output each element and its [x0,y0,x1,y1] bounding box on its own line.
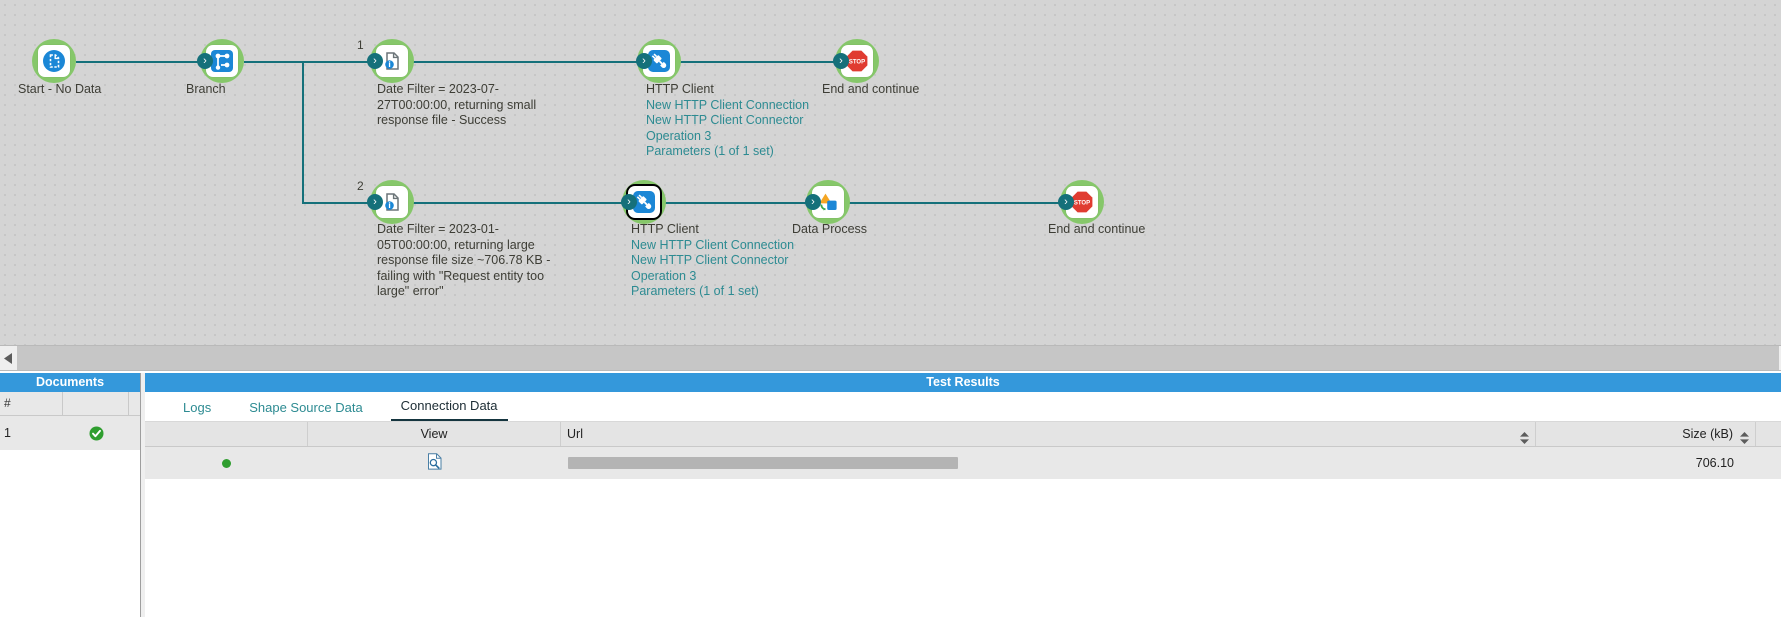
test-results-tabs: Logs Shape Source Data Connection Data [145,392,1781,422]
edge-branch-to-split [244,61,374,63]
branch-number-2: 2 [357,179,364,193]
branch-icon [206,45,238,77]
column-header-view[interactable]: View [308,422,561,446]
table-row[interactable]: 706.10 [145,447,1781,479]
column-header-url-text: Url [567,427,583,441]
tab-shape-source-data[interactable]: Shape Source Data [249,400,363,415]
row-view-cell[interactable] [308,447,561,479]
tab-connection-data[interactable]: Connection Data [390,398,508,421]
documents-panel-title: Documents [0,373,140,392]
documents-panel: Documents # 1 [0,373,141,617]
row-url-cell [561,447,1536,479]
connector-arrow-http1: › [636,53,652,69]
documents-column-status [63,392,129,415]
tab-logs[interactable]: Logs [183,400,212,415]
node-http-client-2-sub-1: New HTTP Client Connector [631,253,789,268]
message-info-icon [376,186,408,218]
node-http-client-1-sub-2: Operation 3 [646,128,712,143]
node-data-process-label: Data Process [792,222,868,236]
node-start-label: Start - No Data [18,82,102,96]
flow-canvas[interactable]: 1 2 › › › › › › › › Start - No Data [0,0,1781,345]
test-results-panel: Test Results Logs Shape Source Data Conn… [145,373,1781,617]
node-start[interactable] [32,39,76,83]
branch-number-1: 1 [357,38,364,52]
node-http-client-1-sub-0: New HTTP Client Connection [646,97,810,112]
document-start-icon [38,45,70,77]
node-message-2-label: Date Filter = 2023-01-05T00:00:00, retur… [377,222,551,299]
column-header-size[interactable]: Size (kB) [1536,422,1756,446]
row-size-cell: 706.10 [1695,456,1734,470]
node-http-client-1-title: HTTP Client [646,82,714,96]
edge-msg1-to-http1 [410,61,642,63]
check-success-icon [63,426,129,441]
scrollbar-thumb[interactable] [17,346,1779,370]
sort-toggle-icon[interactable] [1740,428,1749,444]
row-status-cell [145,447,308,479]
connector-arrow-http2: › [621,194,637,210]
documents-empty-area [0,450,140,617]
column-header-spacer [1756,422,1781,446]
url-redaction-bar [568,457,958,469]
connector-arrow-end1: › [833,53,849,69]
node-http-client-1-label: HTTP Client New HTTP Client Connection N… [646,82,876,160]
documents-column-number: # [0,392,63,415]
node-http-client-2-sub-2: Operation 3 [631,268,697,283]
edge-msg2-to-http2 [410,202,626,204]
column-header-url[interactable]: Url [561,422,1536,446]
view-document-icon[interactable] [427,453,443,473]
row-spacer-cell [1756,447,1781,479]
node-http-client-2-sub-3: Parameters (1 of 1 set) [631,284,759,299]
canvas-horizontal-scrollbar[interactable] [0,345,1781,371]
test-results-panel-title: Test Results [145,373,1781,392]
node-http-client-1-sub-3: Parameters (1 of 1 set) [646,144,774,159]
node-branch-label: Branch [186,82,226,96]
table-empty-area [145,479,1781,617]
connector-arrow-branch: › [197,53,213,69]
connection-data-table-header: View Url Size (kB) [145,422,1781,447]
connector-arrow-dataprocess: › [805,194,821,210]
column-header-size-text: Size (kB) [1682,427,1733,441]
edge-dataprocess-to-end2 [846,202,1064,204]
node-end-1[interactable]: STOP [835,39,879,83]
scroll-left-arrow-icon[interactable] [0,346,17,370]
connector-arrow-end2: › [1058,194,1074,210]
edge-http1-to-end1 [678,61,840,63]
node-message-1-label: Date Filter = 2023-07-27T00:00:00, retur… [377,82,537,128]
edge-http2-to-dataprocess [662,202,810,204]
connection-data-table: View Url Size (kB) [145,422,1781,617]
edge-branch-vertical [302,61,304,203]
connector-arrow-msg2: › [367,194,383,210]
node-http-client-2-title: HTTP Client [631,222,699,236]
documents-row-number: 1 [4,426,11,440]
edge-split-to-msg2 [302,202,374,204]
column-header-status[interactable] [145,422,308,446]
documents-table-header: # [0,392,140,416]
node-http-client-2-sub-0: New HTTP Client Connection [631,237,795,252]
svg-text:STOP: STOP [849,60,865,66]
node-end-1-label: End and continue [822,82,920,96]
node-end-2-label: End and continue [1048,222,1146,236]
node-http-client-1-sub-1: New HTTP Client Connector [646,113,804,128]
edge-start-to-branch [76,61,204,63]
documents-column-extra [129,392,140,415]
documents-table-row[interactable]: 1 [0,416,140,450]
sort-toggle-icon[interactable] [1520,428,1529,444]
svg-text:STOP: STOP [1074,201,1090,207]
connector-arrow-msg1: › [367,53,383,69]
status-dot-green [222,458,231,468]
node-http-client-2-label: HTTP Client New HTTP Client Connection N… [631,222,861,300]
panel-divider[interactable] [141,373,145,617]
